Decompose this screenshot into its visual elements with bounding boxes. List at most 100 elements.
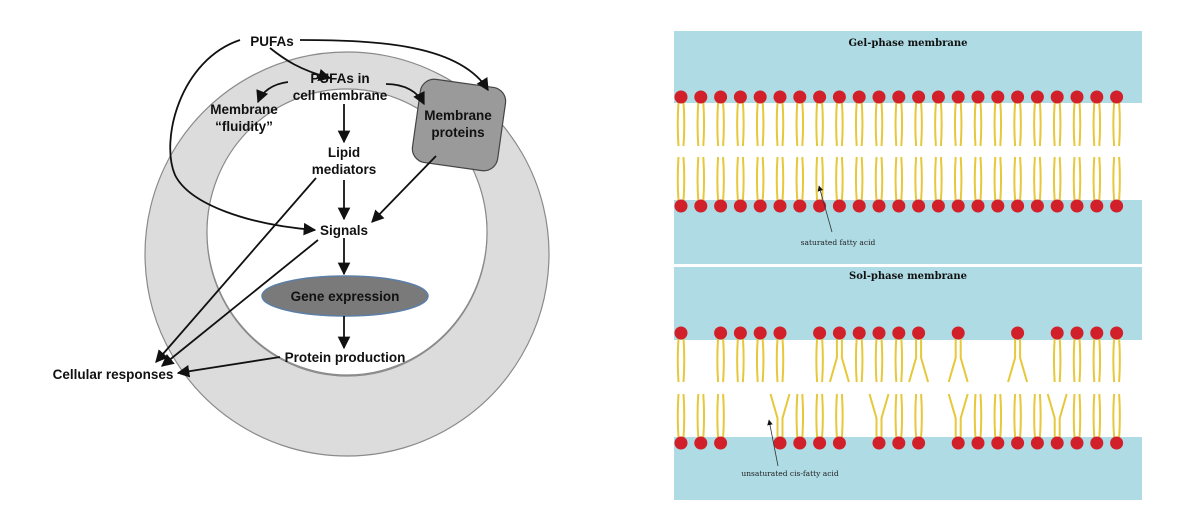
sol-lipid-bottom: [1090, 393, 1104, 450]
gel-lipid-bottom: [1090, 156, 1104, 213]
gel-lipid-bottom: [912, 156, 926, 213]
sol-panel-title: Sol-phase membrane: [849, 271, 967, 282]
label-cellular-responses: Cellular responses: [53, 367, 174, 382]
sol-lipids: [674, 326, 1124, 450]
membrane-proteins-box: [411, 78, 507, 172]
gel-phase-panel: Gel-phase membrane saturated fatty acid: [674, 31, 1142, 264]
sol-lipid-top: [1007, 326, 1029, 383]
label-pufas: PUFAs: [250, 34, 294, 49]
gel-lipid-top: [674, 90, 688, 147]
sol-phase-panel: Sol-phase membrane unsaturated cis-fatty…: [674, 267, 1142, 500]
gel-lipid-bottom: [1030, 156, 1044, 213]
gel-annotation-pointer: [817, 185, 833, 233]
sol-lipid-bottom: [971, 393, 985, 450]
gel-lipid-top: [951, 90, 965, 147]
gel-lipid-bottom: [951, 156, 965, 213]
gel-lipid-top: [872, 90, 886, 147]
label-protein-production: Protein production: [285, 350, 406, 365]
sol-lipid-top: [872, 326, 886, 383]
gel-lipid-top: [1070, 90, 1084, 147]
sol-lipid-top: [813, 326, 827, 383]
gel-lipid-bottom: [852, 156, 866, 213]
gel-lipid-bottom: [793, 156, 807, 213]
sol-lipid-bottom: [1011, 393, 1025, 450]
sol-lipid-bottom: [769, 393, 791, 450]
sol-lipid-bottom: [832, 393, 846, 450]
sol-lipid-top: [1090, 326, 1104, 383]
sol-lipid-top: [1050, 326, 1064, 383]
label-fluidity-line1: Membrane: [210, 102, 278, 117]
gel-lipid-bottom: [872, 156, 886, 213]
gel-lipid-top: [1011, 90, 1025, 147]
sol-lipid-bottom: [714, 393, 728, 450]
sol-lipid-bottom: [1030, 393, 1044, 450]
label-lipid-line2: mediators: [312, 162, 377, 177]
sol-lipid-top: [828, 326, 850, 383]
gel-lipid-bottom: [753, 156, 767, 213]
label-proteins-line1: Membrane: [424, 108, 492, 123]
label-fluidity-line2: “fluidity”: [215, 119, 273, 134]
sol-lipid-top: [908, 326, 930, 383]
gel-lipid-top: [1110, 90, 1124, 147]
gel-lipid-top: [991, 90, 1005, 147]
sol-lipid-top: [1070, 326, 1084, 383]
label-pufas-in-line2: cell membrane: [293, 88, 388, 103]
gel-lipid-top: [832, 90, 846, 147]
gel-lipid-top: [793, 90, 807, 147]
gel-lipid-top: [1030, 90, 1044, 147]
gel-lipid-bottom: [1070, 156, 1084, 213]
gel-lipid-bottom: [674, 156, 688, 213]
sol-lipid-bottom: [1070, 393, 1084, 450]
gel-annotation: saturated fatty acid: [801, 238, 876, 247]
gel-lipid-top: [1050, 90, 1064, 147]
sol-lipid-bottom: [1110, 393, 1124, 450]
pathway-arrows: [155, 39, 489, 378]
gel-lipid-bottom: [991, 156, 1005, 213]
label-gene-expression: Gene expression: [291, 289, 400, 304]
label-lipid-line1: Lipid: [328, 145, 360, 160]
gel-lipid-top: [1090, 90, 1104, 147]
gel-lipid-bottom: [892, 156, 906, 213]
gel-lipid-top: [694, 90, 708, 147]
sol-lipid-top: [674, 326, 688, 383]
sol-lipid-bottom: [793, 393, 807, 450]
sol-lipid-top: [733, 326, 747, 383]
gel-lipid-bottom: [1050, 156, 1064, 213]
gel-lipid-bottom: [1110, 156, 1124, 213]
gel-lipid-top: [753, 90, 767, 147]
label-proteins-line2: proteins: [431, 125, 484, 140]
sol-lipid-top: [773, 326, 787, 383]
gel-lipid-top: [733, 90, 747, 147]
gel-lipids: [674, 90, 1124, 213]
sol-lipid-bottom: [1046, 393, 1068, 450]
sol-lipid-bottom: [674, 393, 688, 450]
membrane-phase-diagram: Gel-phase membrane saturated fatty acid …: [674, 31, 1142, 500]
sol-annotation: unsaturated cis-fatty acid: [741, 469, 838, 478]
gel-lipid-top: [892, 90, 906, 147]
sol-lipid-bottom: [991, 393, 1005, 450]
sol-annotation-pointer: [767, 419, 779, 467]
sol-lipid-top: [1110, 326, 1124, 383]
pufa-pathway-diagram: PUFAs PUFAs in cell membrane Membrane “f…: [53, 34, 550, 457]
gel-lipid-top: [852, 90, 866, 147]
sol-lipid-top: [947, 326, 969, 383]
gel-lipid-top: [813, 90, 827, 147]
label-pufas-in-line1: PUFAs in: [310, 71, 369, 86]
sol-lipid-top: [892, 326, 906, 383]
gel-lipid-bottom: [832, 156, 846, 213]
gel-lipid-bottom: [714, 156, 728, 213]
sol-lipid-bottom: [868, 393, 890, 450]
gel-lipid-bottom: [1011, 156, 1025, 213]
sol-lipid-top: [714, 326, 728, 383]
gel-panel-title: Gel-phase membrane: [849, 38, 968, 49]
gel-lipid-bottom: [694, 156, 708, 213]
gel-lipid-top: [931, 90, 945, 147]
gel-lipid-bottom: [931, 156, 945, 213]
gel-lipid-top: [714, 90, 728, 147]
label-signals: Signals: [320, 223, 368, 238]
sol-lipid-top: [852, 326, 866, 383]
gel-lipid-bottom: [971, 156, 985, 213]
sol-lipid-top: [753, 326, 767, 383]
sol-lipid-bottom: [892, 393, 906, 450]
gel-lipid-top: [971, 90, 985, 147]
